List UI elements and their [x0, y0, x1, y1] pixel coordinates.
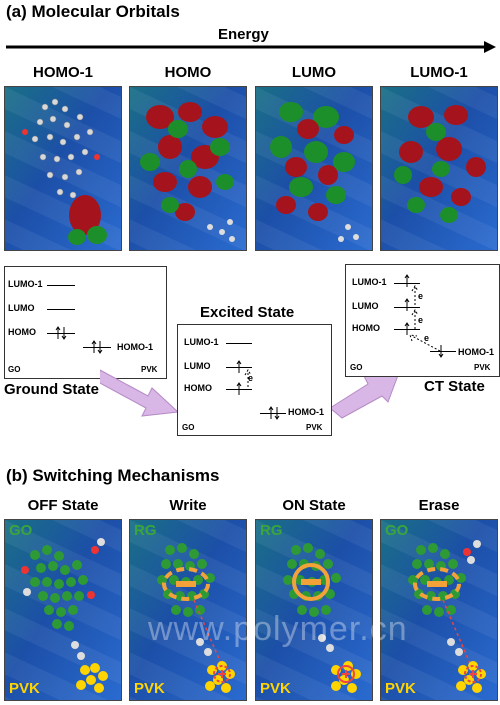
- orbital-image-homo-1: [4, 86, 122, 251]
- orbital-label-homo: HOMO: [164, 64, 212, 81]
- ground-pvk-label: PVK: [141, 365, 158, 374]
- excited-level-label: HOMO: [184, 383, 212, 393]
- ground-level-line: [47, 333, 75, 334]
- ground-level-label: LUMO-1: [8, 279, 43, 289]
- ct-pvk-label: PVK: [474, 363, 491, 372]
- mechanism-panel-on: RG PVK: [255, 519, 373, 701]
- ground-state-title: Ground State: [4, 381, 100, 398]
- electron-up-icon: [404, 274, 410, 287]
- excited-pvk-level-label: HOMO-1: [288, 407, 324, 417]
- watermark-text: www.polymer.cn: [148, 610, 408, 648]
- ground-go-label: GO: [8, 365, 21, 374]
- ground-pvk-level-label: HOMO-1: [117, 342, 153, 352]
- mechanism-label-off: OFF State: [27, 497, 99, 514]
- section-b-title: (b) Switching Mechanisms: [6, 466, 220, 485]
- excitation-arrow-icon: [411, 285, 419, 305]
- mechanism-panel-erase: GO PVK: [380, 519, 498, 701]
- orbital-label-lumo-1: LUMO-1: [410, 64, 468, 81]
- ground-state-diagram: LUMO-1 LUMO HOMO HOMO-1 GO PVK: [4, 266, 167, 379]
- orbital-label-lumo: LUMO: [291, 64, 337, 81]
- molecule-image: [5, 520, 121, 700]
- mechanism-panel-off: GO PVK: [4, 519, 122, 701]
- ct-level-label: LUMO-1: [352, 277, 387, 287]
- mechanism-label-on: ON State: [282, 497, 346, 514]
- electron-up-icon: [404, 322, 410, 335]
- ground-level-label: LUMO: [8, 303, 35, 313]
- mechanism-label-erase: Erase: [418, 497, 460, 514]
- electron-pair-icon: [91, 340, 103, 354]
- excited-go-label: GO: [182, 423, 195, 432]
- electron-up-icon: [404, 298, 410, 311]
- orbital-image-homo: [129, 86, 247, 251]
- excited-level-label: LUMO: [184, 361, 211, 371]
- ground-level-label: HOMO: [8, 327, 36, 337]
- electron-up-icon: [236, 382, 242, 395]
- ct-level-label: HOMO: [352, 323, 380, 333]
- mechanism-panel-write: RG PVK: [129, 519, 247, 701]
- panel-top-tag: GO: [9, 522, 33, 539]
- ct-go-label: GO: [350, 363, 363, 372]
- panel-top-tag: GO: [385, 522, 409, 539]
- panel-bottom-tag: PVK: [385, 680, 416, 697]
- excited-pvk-label: PVK: [306, 423, 323, 432]
- ct-level-label: LUMO: [352, 301, 379, 311]
- molecule-image: [256, 520, 372, 700]
- charge-transfer-arrow-icon: [409, 334, 441, 352]
- ct-state-title: CT State: [424, 378, 485, 395]
- mechanism-label-write: Write: [169, 497, 207, 514]
- excited-state-diagram: LUMO-1 LUMO HOMO e HOMO-1 GO PVK: [177, 324, 332, 436]
- ct-electron-label: e: [418, 291, 424, 301]
- ct-pvk-level-line: [430, 351, 456, 352]
- panel-bottom-tag: PVK: [260, 680, 291, 697]
- transition-arrow-right: [329, 369, 401, 419]
- electron-up-icon: [236, 360, 242, 373]
- molecule-image: [381, 520, 497, 700]
- energy-axis-label: Energy: [218, 26, 269, 43]
- panel-top-tag: RG: [134, 522, 157, 539]
- panel-bottom-tag: PVK: [9, 680, 40, 697]
- ground-level-line: [47, 309, 75, 310]
- transition-arrow-left: [100, 369, 180, 417]
- ground-level-line: [47, 285, 75, 286]
- excited-level-label: LUMO-1: [184, 337, 219, 347]
- excited-level-line: [226, 343, 252, 344]
- molecule-image: [130, 520, 246, 700]
- ct-state-diagram: LUMO-1 LUMO HOMO e e e HOMO-1 GO PVK: [345, 264, 500, 377]
- ct-pvk-level-label: HOMO-1: [458, 347, 494, 357]
- excited-electron-label: e: [248, 373, 254, 383]
- excitation-arrow-icon: [411, 309, 419, 329]
- section-a-title: (a) Molecular Orbitals: [6, 2, 180, 21]
- ground-pvk-level-line: [83, 347, 111, 348]
- ct-electron-label: e: [424, 333, 430, 343]
- orbital-label-homo-1: HOMO-1: [33, 64, 93, 81]
- electron-down-icon: [438, 345, 444, 358]
- panel-top-tag: RG: [260, 522, 283, 539]
- ct-electron-label: e: [418, 315, 424, 325]
- energy-arrow: [6, 41, 496, 53]
- panel-bottom-tag: PVK: [134, 680, 165, 697]
- electron-pair-icon: [268, 406, 280, 420]
- excited-pvk-level-line: [260, 413, 286, 414]
- electron-pair-icon: [55, 326, 67, 340]
- orbital-image-lumo: [255, 86, 373, 251]
- orbital-image-lumo-1: [380, 86, 498, 251]
- excitation-arrow-icon: [244, 369, 252, 387]
- excited-state-title: Excited State: [200, 304, 295, 321]
